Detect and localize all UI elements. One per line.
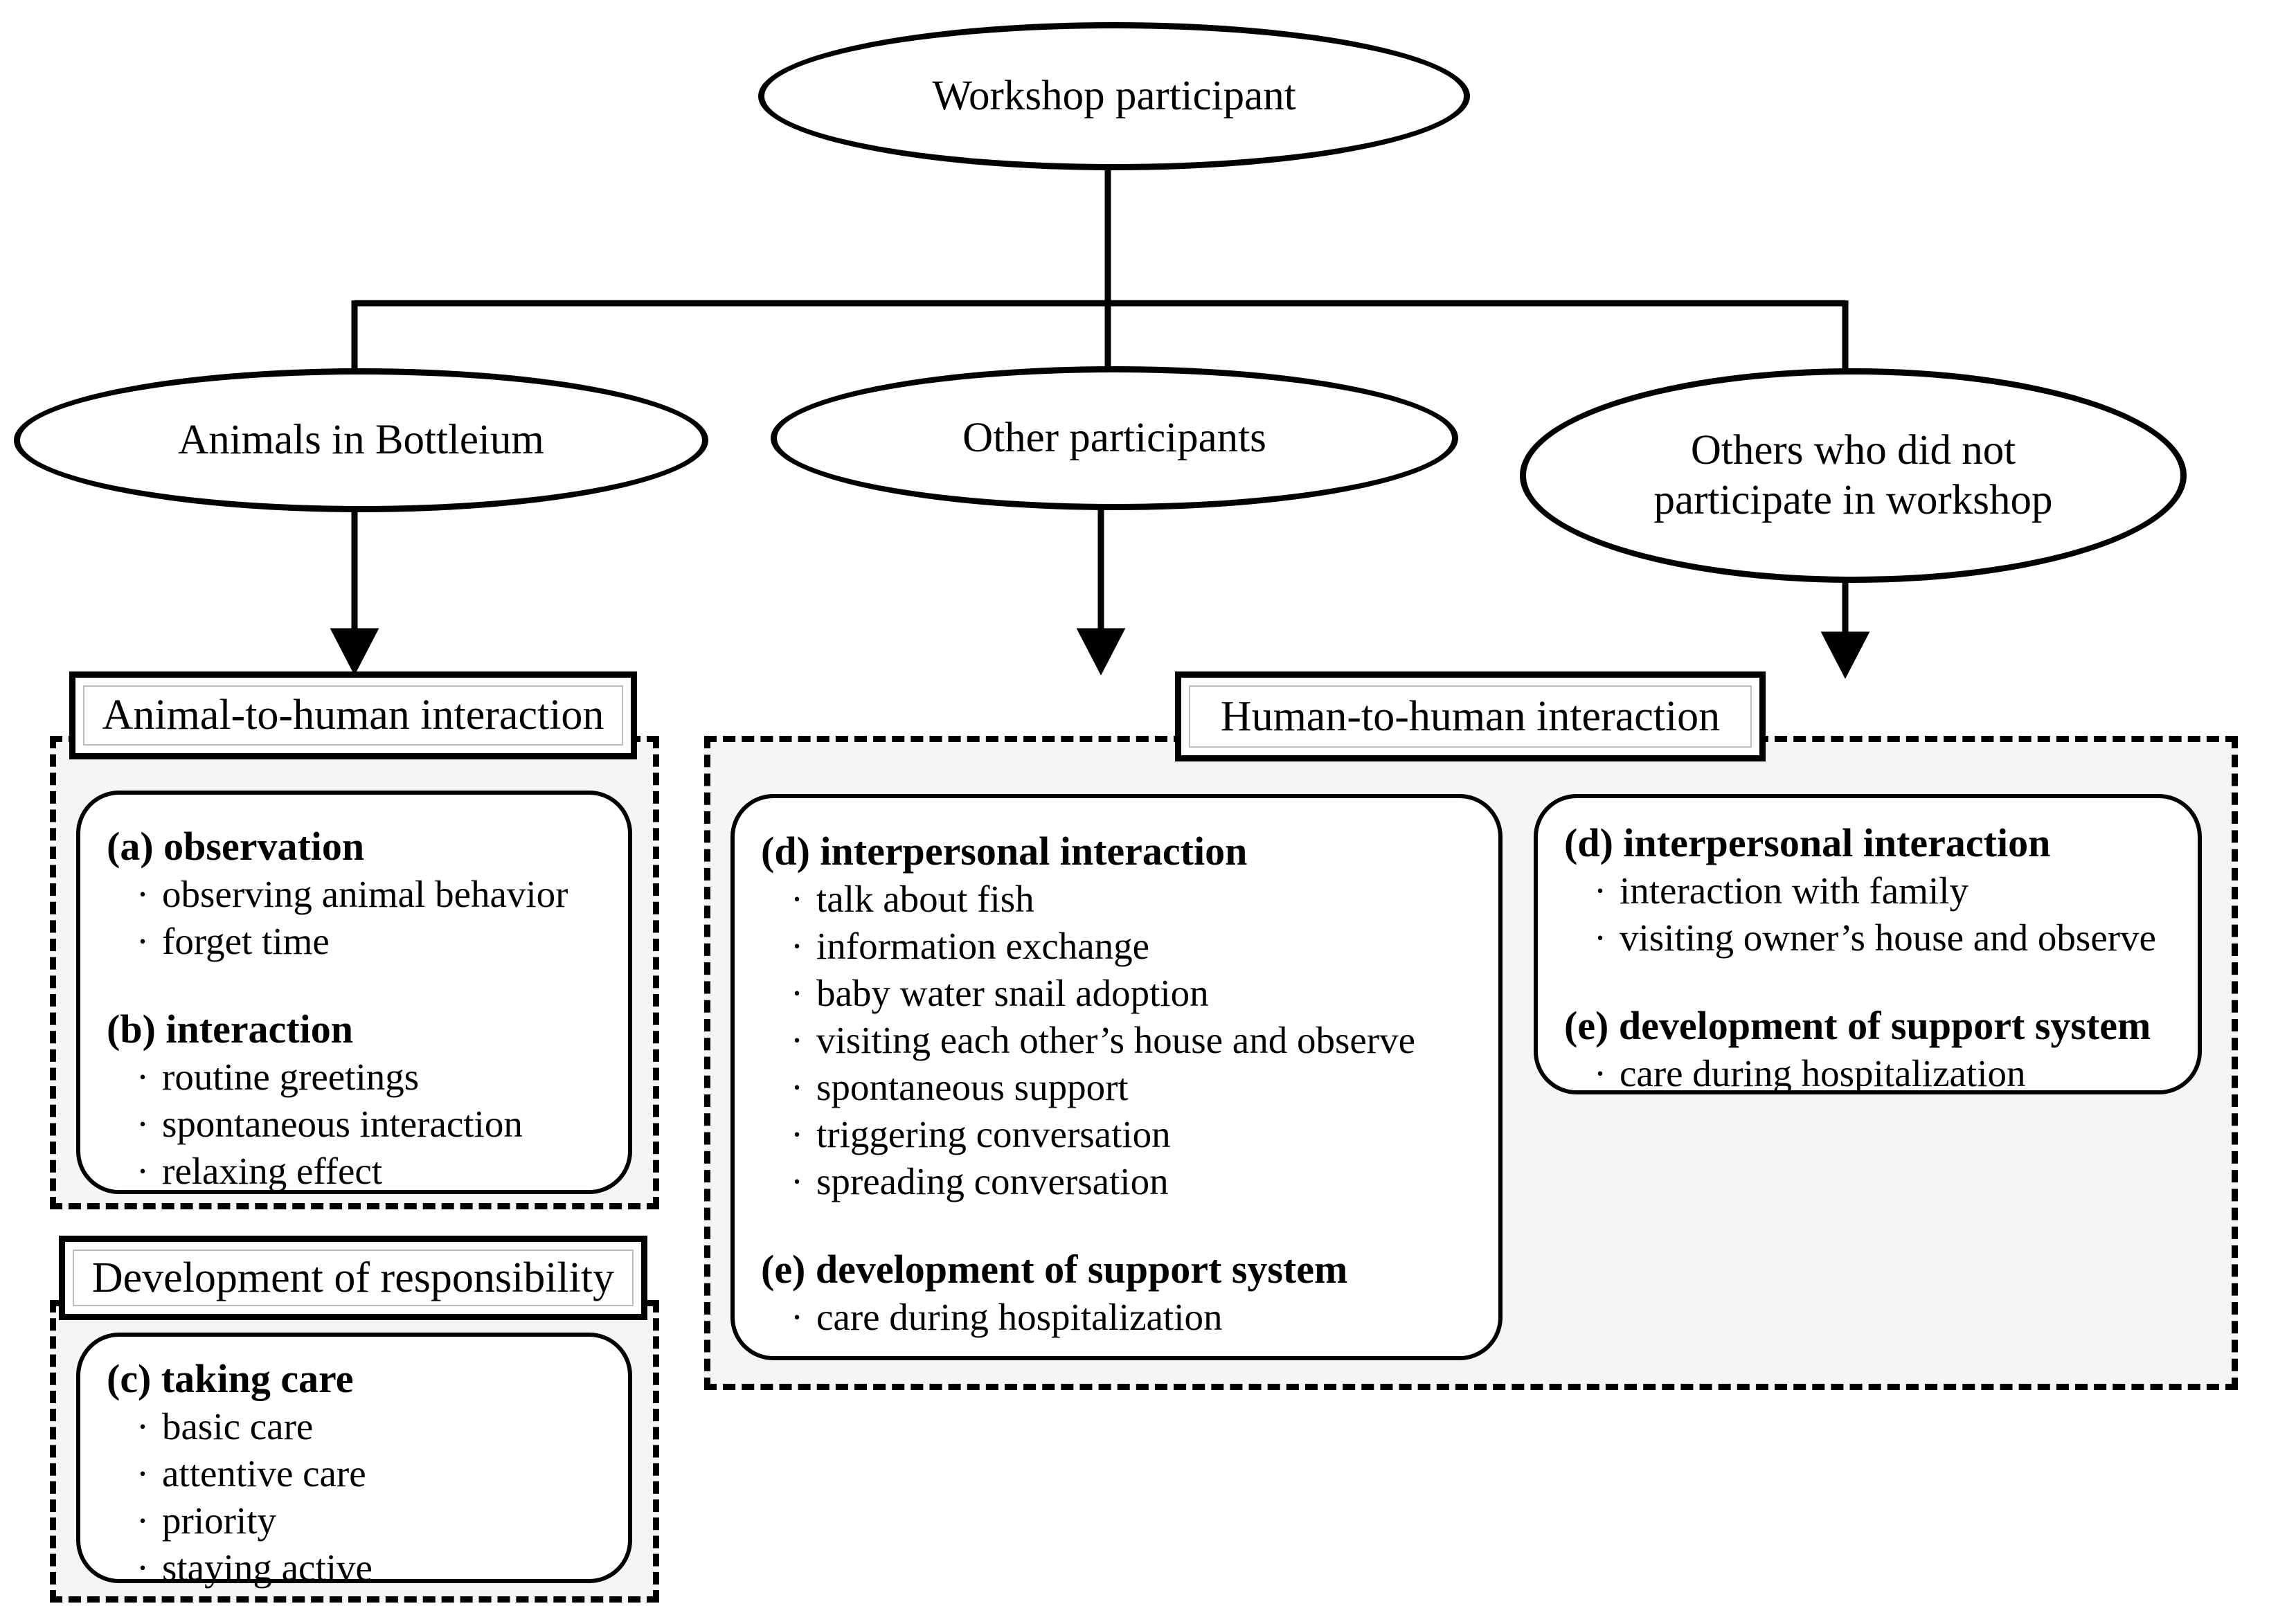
topic-title: (e) development of support system (761, 1247, 1348, 1292)
bullet-item: · basic care (107, 1403, 614, 1450)
bullet-dot-icon: · (790, 1066, 804, 1108)
bullet-dot-icon: · (790, 1296, 804, 1338)
topic-title: (d) interpersonal interaction (1564, 820, 2051, 865)
node-workshop-participant: Workshop participant (758, 22, 1470, 170)
bullet-item: · relaxing effect (107, 1148, 614, 1195)
node-label-line2: participate in workshop (1653, 477, 2053, 523)
bullet-item: · care during hospitalization (1564, 1050, 2184, 1097)
bullet-text: spontaneous support (816, 1066, 1129, 1108)
bullet-text: care during hospitalization (1620, 1052, 2026, 1094)
node-others-not-in-workshop: Others who did not participate in worksh… (1520, 368, 2187, 583)
bullet-text: staying active (162, 1546, 373, 1589)
header-label: Human-to-human interaction (1220, 692, 1721, 740)
bullet-text: spontaneous interaction (162, 1103, 523, 1145)
bullet-item: · routine greetings (107, 1054, 614, 1101)
header-human-to-human: Human-to-human interaction (1175, 671, 1766, 761)
topic-group: (e) development of support system· care d… (761, 1245, 1485, 1341)
header-animal-to-human: Animal-to-human interaction (69, 671, 637, 759)
topic-group: (a) observation·observing animal behavio… (107, 822, 614, 965)
bullet-text: attentive care (162, 1452, 366, 1495)
bullet-dot-icon: · (790, 972, 804, 1014)
topic-group: (d) interpersonal interaction·talk about… (761, 827, 1485, 1205)
topic-title: (c) taking care (107, 1356, 354, 1401)
bullet-dot-icon: · (790, 925, 804, 967)
bullet-item: · staying active (107, 1544, 614, 1591)
node-label: Animals in Bottleium (178, 417, 544, 464)
node-label-line1: Others who did not (1690, 427, 2016, 474)
bullet-dot-icon: · (136, 1056, 150, 1098)
bullet-text: forget time (162, 920, 330, 962)
topic-title: (b) interaction (107, 1007, 353, 1052)
bullet-dot-icon: · (1593, 917, 1607, 959)
bullet-item: · talk about fish (761, 876, 1485, 923)
bullet-dot-icon: · (136, 920, 150, 962)
bullet-item: · spreading conversation (761, 1158, 1485, 1205)
bullet-dot-icon: · (136, 873, 150, 915)
header-label: Animal-to-human interaction (102, 692, 604, 739)
bullet-dot-icon: · (136, 1103, 150, 1145)
bullet-dot-icon: · (1593, 1052, 1607, 1094)
bullet-text: routine greetings (162, 1056, 420, 1098)
bullet-text: spreading conversation (816, 1160, 1169, 1202)
topic-group: (d) interpersonal interaction·interactio… (1564, 819, 2184, 962)
bullet-text: talk about fish (816, 878, 1034, 920)
box-other-participants-topics: (d) interpersonal interaction·talk about… (730, 794, 1503, 1360)
bullet-item: · interaction with family (1564, 867, 2184, 914)
bullet-item: · spontaneous interaction (107, 1101, 614, 1148)
box-non-participants-topics: (d) interpersonal interaction·interactio… (1534, 794, 2202, 1094)
bullet-text: interaction with family (1620, 869, 1969, 912)
bullet-text: visiting owner’s house and observe (1620, 917, 2156, 959)
arrow-right-head-icon (1820, 631, 1870, 679)
bullet-dot-icon: · (790, 1160, 804, 1202)
box-observation-interaction: (a) observation·observing animal behavio… (76, 791, 632, 1194)
node-label: Workshop participant (932, 73, 1296, 120)
bullet-item: · visiting owner’s house and observe (1564, 914, 2184, 962)
bullet-item: · spontaneous support (761, 1064, 1485, 1111)
bullet-dot-icon: · (136, 1150, 150, 1192)
topic-group: (e) development of support system· care d… (1564, 1002, 2184, 1097)
topic-group: (c) taking care·basic care·attentive car… (107, 1355, 614, 1591)
bullet-item: · baby water snail adoption (761, 970, 1485, 1017)
node-animals-in-bottleium: Animals in Bottleium (14, 368, 708, 512)
node-label: Other participants (962, 415, 1266, 462)
node-other-participants: Other participants (771, 366, 1458, 510)
topic-title: (a) observation (107, 824, 365, 869)
bullet-item: · observing animal behavior (107, 871, 614, 918)
bullet-item: · visiting each other’s house and observe (761, 1017, 1485, 1064)
bullet-text: observing animal behavior (162, 873, 568, 915)
bullet-dot-icon: · (136, 1499, 150, 1542)
bullet-item: · triggering conversation (761, 1111, 1485, 1158)
bullet-text: basic care (162, 1405, 314, 1447)
bullet-dot-icon: · (1593, 869, 1607, 912)
header-responsibility: Development of responsibility (59, 1236, 647, 1320)
arrow-middle-head-icon (1076, 628, 1126, 676)
header-label: Development of responsibility (91, 1254, 615, 1301)
bullet-dot-icon: · (136, 1546, 150, 1589)
bullet-dot-icon: · (790, 1113, 804, 1155)
bullet-text: information exchange (816, 925, 1150, 967)
bullet-dot-icon: · (790, 878, 804, 920)
bullet-text: visiting each other’s house and observe (816, 1019, 1416, 1061)
bullet-text: priority (162, 1499, 276, 1542)
bullet-text: relaxing effect (162, 1150, 383, 1192)
bullet-text: triggering conversation (816, 1113, 1171, 1155)
topic-title: (d) interpersonal interaction (761, 829, 1248, 874)
box-taking-care: (c) taking care·basic care·attentive car… (76, 1333, 632, 1589)
bullet-item: · attentive care (107, 1450, 614, 1497)
bullet-item: · information exchange (761, 923, 1485, 970)
bullet-item: · care during hospitalization (761, 1294, 1485, 1341)
topic-title: (e) development of support system (1564, 1003, 2151, 1048)
bullet-item: · priority (107, 1497, 614, 1544)
bullet-dot-icon: · (136, 1452, 150, 1495)
bullet-item: · forget time (107, 918, 614, 965)
topic-group: (b) interaction·routine greetings·sponta… (107, 1005, 614, 1195)
bullet-text: care during hospitalization (816, 1296, 1223, 1338)
bullet-dot-icon: · (136, 1405, 150, 1447)
arrow-left-head-icon (330, 628, 379, 676)
bullet-text: baby water snail adoption (816, 972, 1209, 1014)
bullet-dot-icon: · (790, 1019, 804, 1061)
